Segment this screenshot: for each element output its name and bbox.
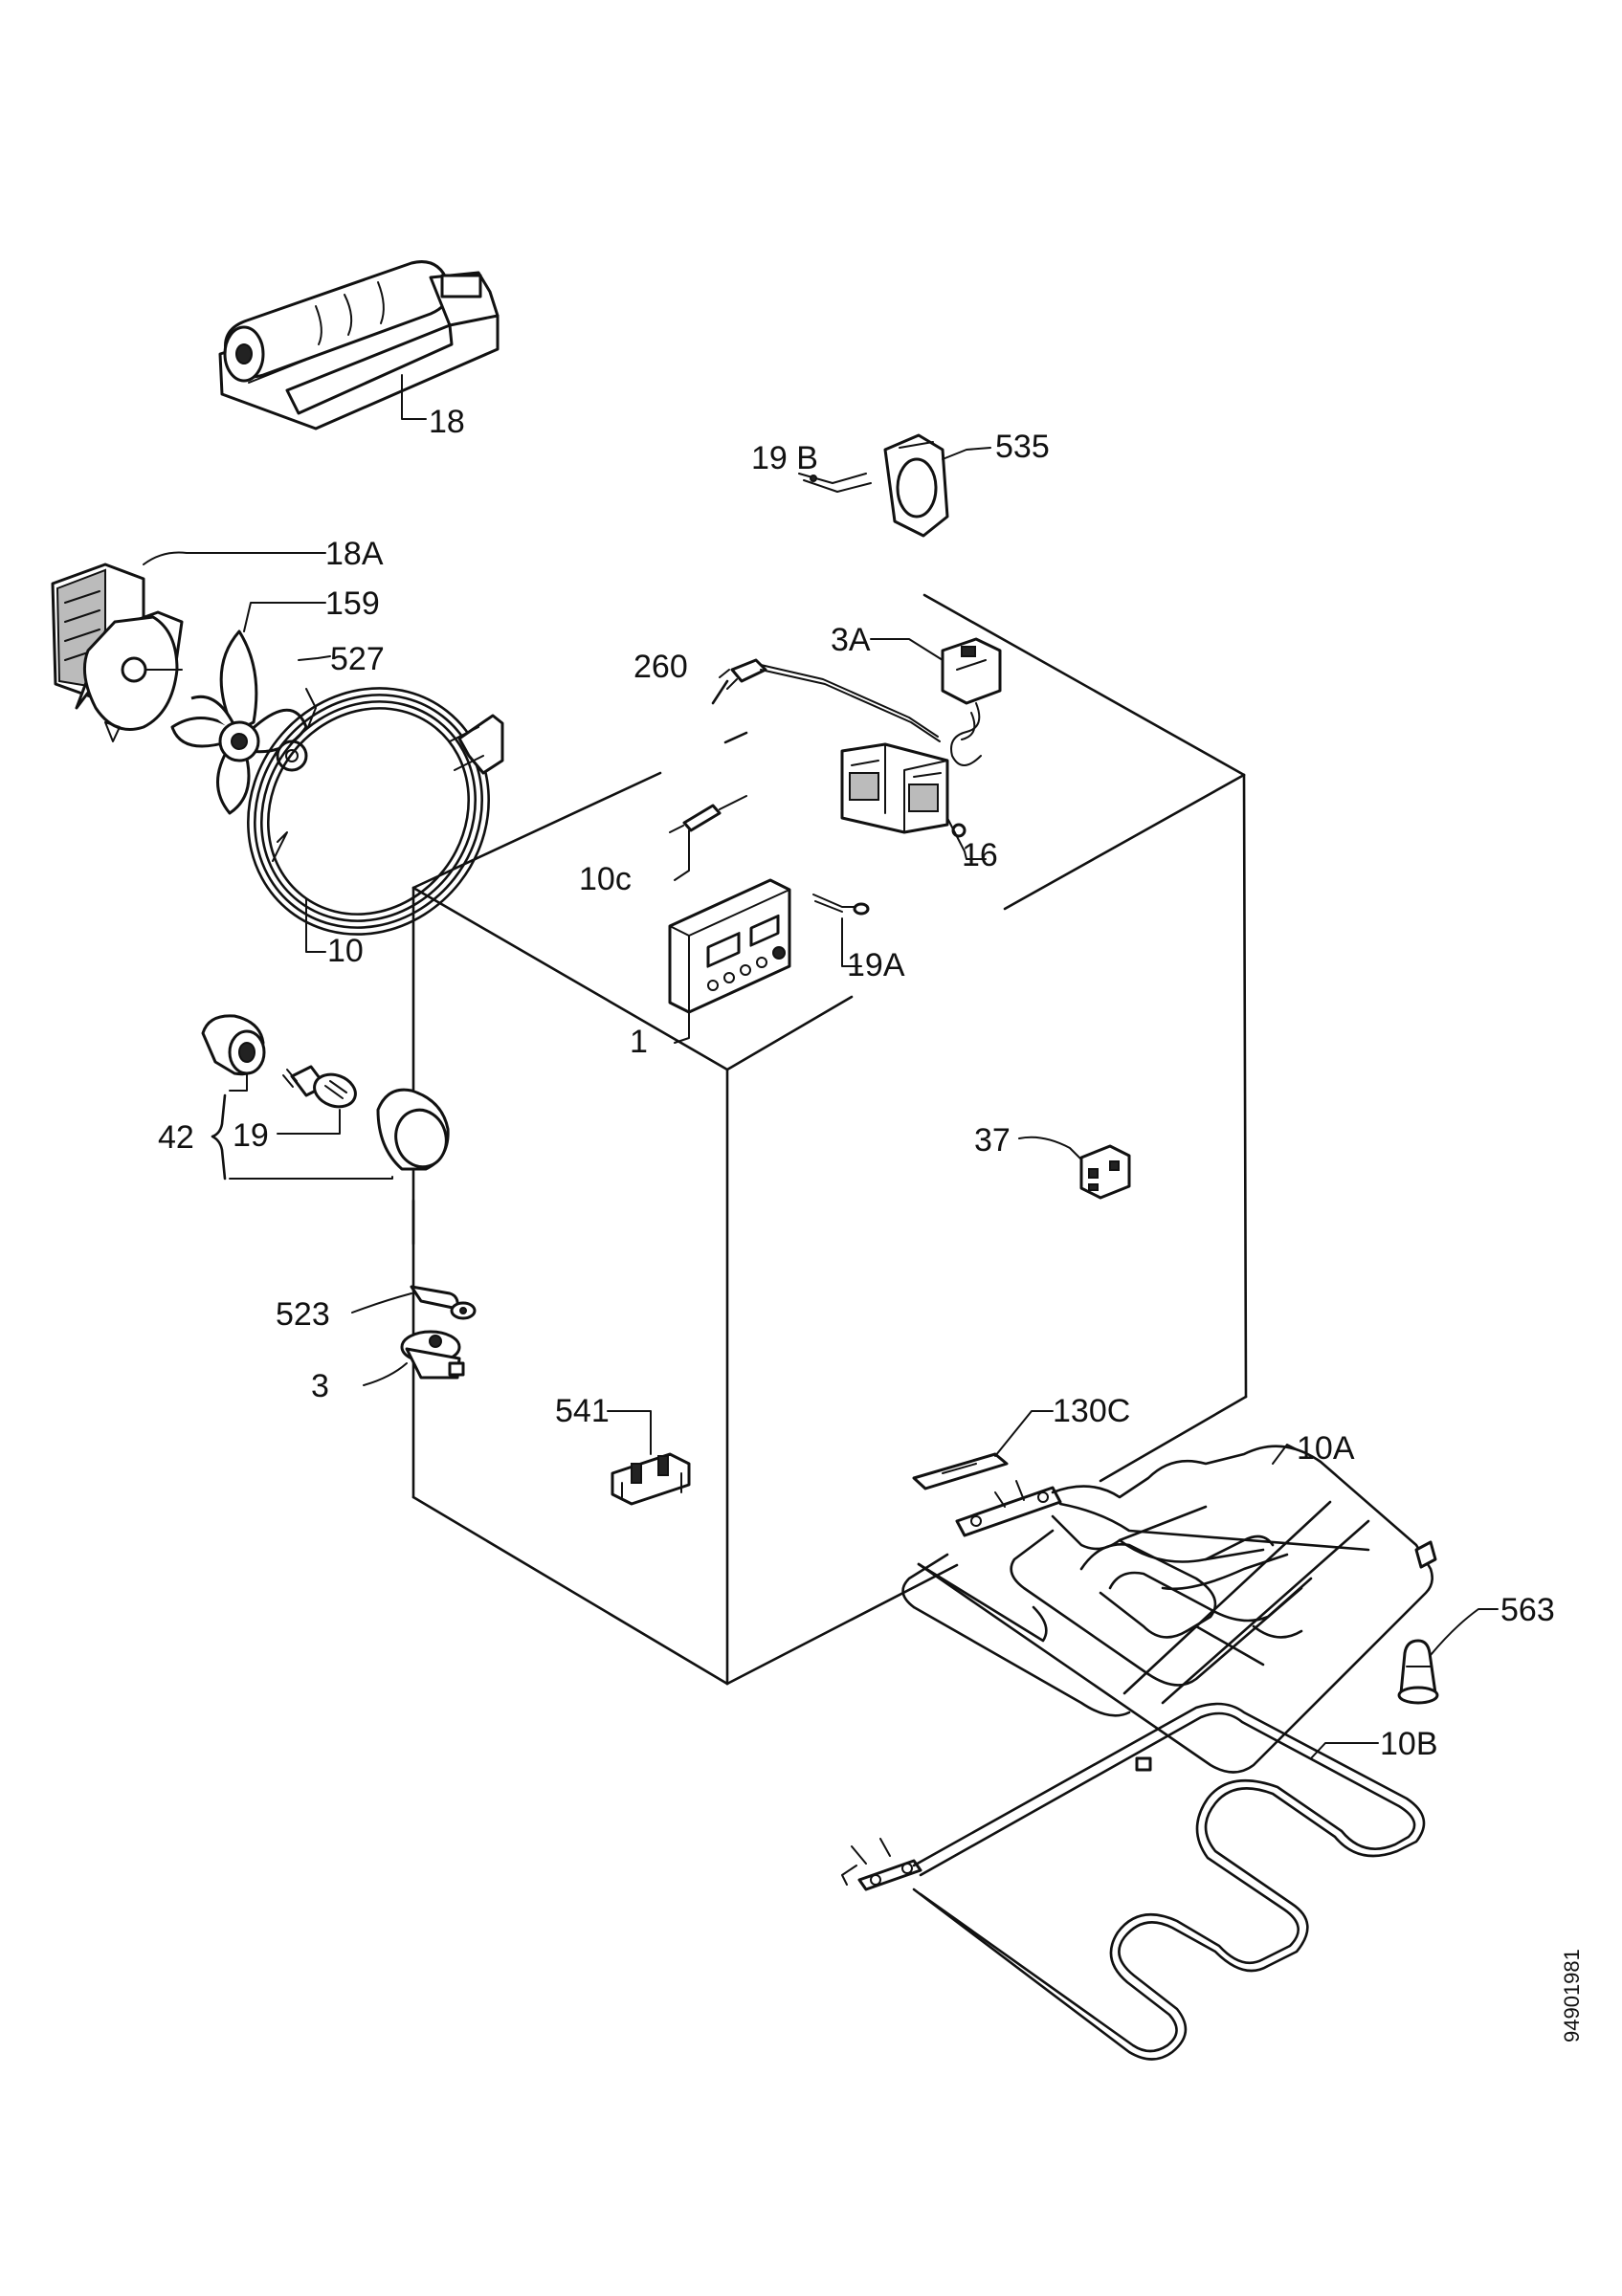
oven-thermostat-3a [870,637,1002,766]
label-10c: 10c [579,861,632,897]
grill-element-10a [901,1444,1437,1774]
fan-blade-159 [170,602,326,815]
label-563: 563 [1500,1592,1555,1628]
oven-lamp-assembly-42 [201,1014,450,1246]
oven-cavity [411,593,1248,1686]
circular-heating-element-10 [247,687,504,953]
label-19a: 19A [847,947,905,983]
label-18a: 18A [325,536,384,572]
label-19: 19 [233,1117,269,1154]
label-3a: 3A [831,622,871,658]
lamp-cover-563 [1397,1608,1499,1705]
bottom-heating-element-10b [841,1702,1426,2061]
label-260: 260 [633,649,688,685]
knob-bezel-535 [883,433,991,538]
safety-thermostat-3 [363,1330,465,1386]
document-number: 94901981 [1560,1949,1584,2042]
label-527: 527 [330,641,385,677]
element-bracket-130c [912,1410,1054,1490]
probe-sensor-19a [812,894,870,967]
label-10a: 10A [1297,1430,1355,1467]
temperature-sensor-260 [711,658,941,742]
cable-clip-523 [351,1285,477,1320]
electronic-timer-1 [668,878,791,1044]
label-523: 523 [276,1296,330,1333]
fan-motor-18a [51,551,326,742]
label-1: 1 [630,1024,648,1060]
lamp-holder-541 [607,1410,691,1506]
label-130c: 130C [1053,1393,1130,1429]
thermostat-probe-19b [798,473,872,493]
tangential-fan-18 [218,260,500,430]
label-42: 42 [158,1119,194,1156]
label-18: 18 [429,404,465,440]
label-535: 535 [995,429,1050,465]
label-159: 159 [325,585,380,622]
label-16: 16 [962,837,998,873]
terminal-block-37 [1018,1136,1131,1200]
selector-switch-16 [840,742,987,860]
label-19b: 19 B [751,440,818,476]
label-10b: 10B [1380,1726,1438,1762]
fuse-10c [669,795,747,881]
label-541: 541 [555,1393,610,1429]
label-37: 37 [974,1122,1011,1159]
label-3: 3 [311,1368,329,1404]
label-10: 10 [327,933,364,969]
